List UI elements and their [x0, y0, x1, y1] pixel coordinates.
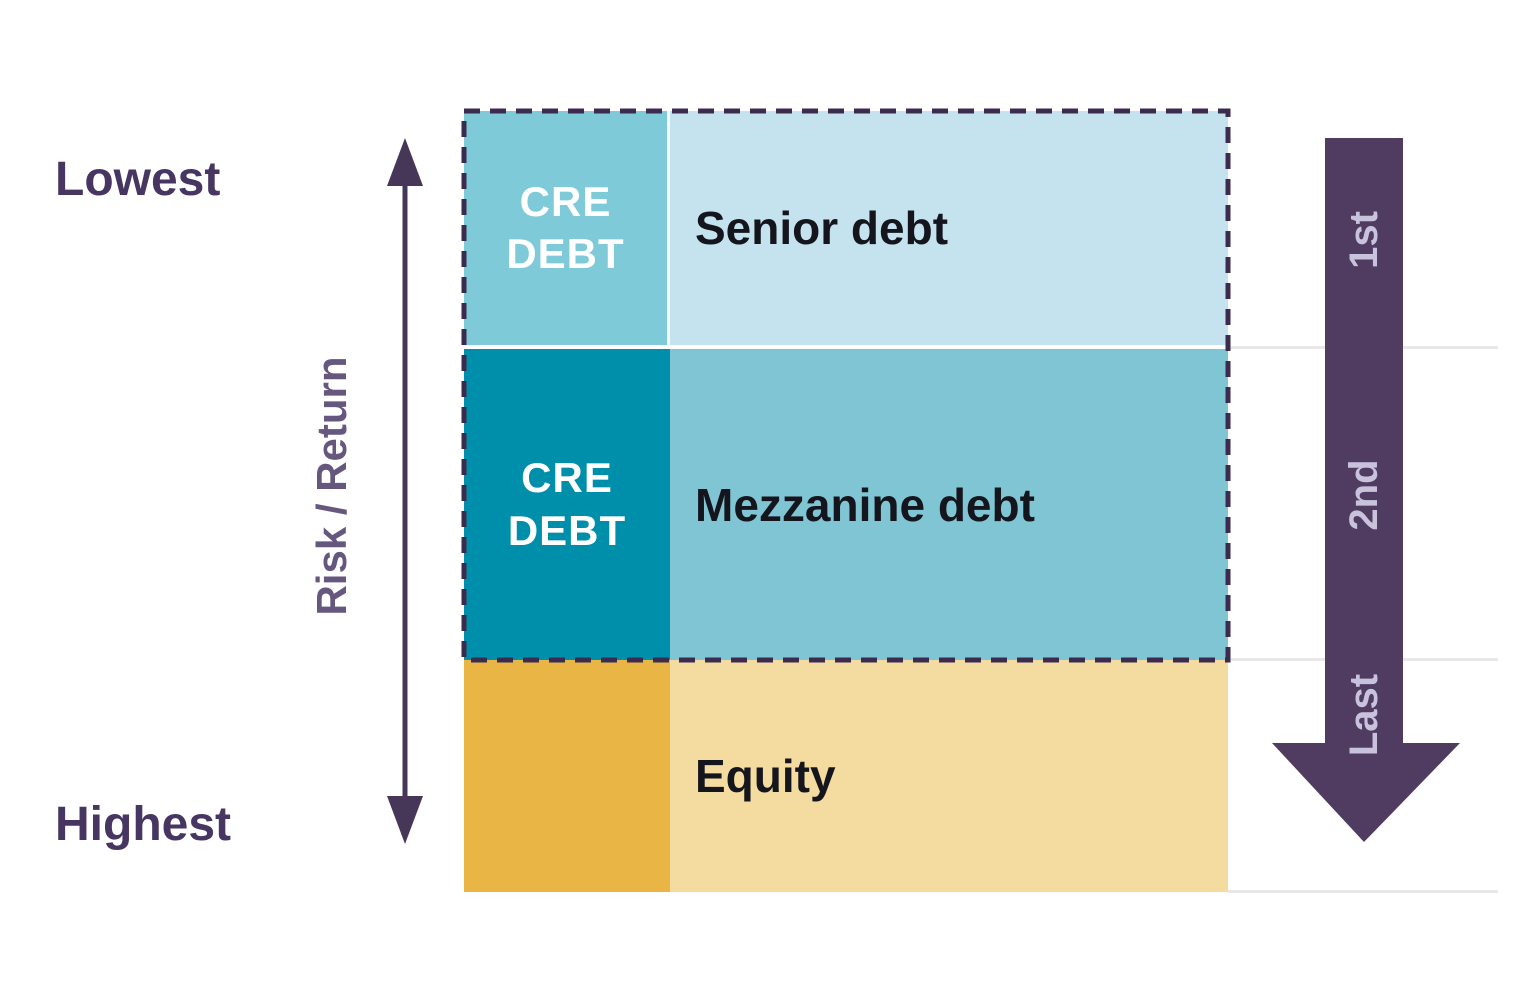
down-arrow-shape [1272, 138, 1460, 842]
grid-line-equity-bottom [1228, 890, 1498, 893]
equity-tag-cell [464, 660, 670, 892]
mezzanine-debt-tag-cell: CRE DEBT [464, 349, 670, 660]
priority-1st-label: 1st [1342, 211, 1386, 269]
mezzanine-debt-cell: Mezzanine debt [670, 349, 1228, 660]
payment-priority-arrow [1272, 138, 1460, 842]
risk-lowest-label: Lowest [55, 153, 221, 206]
cre-debt-tag-label: CRE DEBT [507, 454, 627, 554]
equity-label: Equity [695, 750, 836, 802]
risk-return-axis-label: Risk / Return [308, 356, 355, 616]
arrow-up-icon [387, 138, 423, 186]
priority-2nd-label: 2nd [1342, 459, 1386, 531]
senior-debt-row: CRE DEBT Senior debt [464, 111, 1228, 349]
risk-highest-label: Highest [55, 798, 232, 851]
equity-row: Equity [464, 660, 1228, 892]
senior-debt-tag-cell: CRE DEBT [464, 111, 670, 345]
senior-debt-label: Senior debt [695, 202, 949, 254]
capital-stack: CRE DEBT Senior debt CRE DEBT Mezzanine … [461, 108, 1231, 892]
arrow-down-icon [387, 796, 423, 844]
priority-last-label: Last [1342, 673, 1386, 757]
equity-cell: Equity [670, 660, 1228, 892]
mezzanine-debt-row: CRE DEBT Mezzanine debt [464, 349, 1228, 660]
cre-debt-tag-label: CRE DEBT [506, 177, 625, 278]
risk-return-double-arrow [387, 138, 423, 844]
mezzanine-debt-label: Mezzanine debt [695, 478, 1035, 531]
senior-debt-cell: Senior debt [670, 111, 1228, 345]
